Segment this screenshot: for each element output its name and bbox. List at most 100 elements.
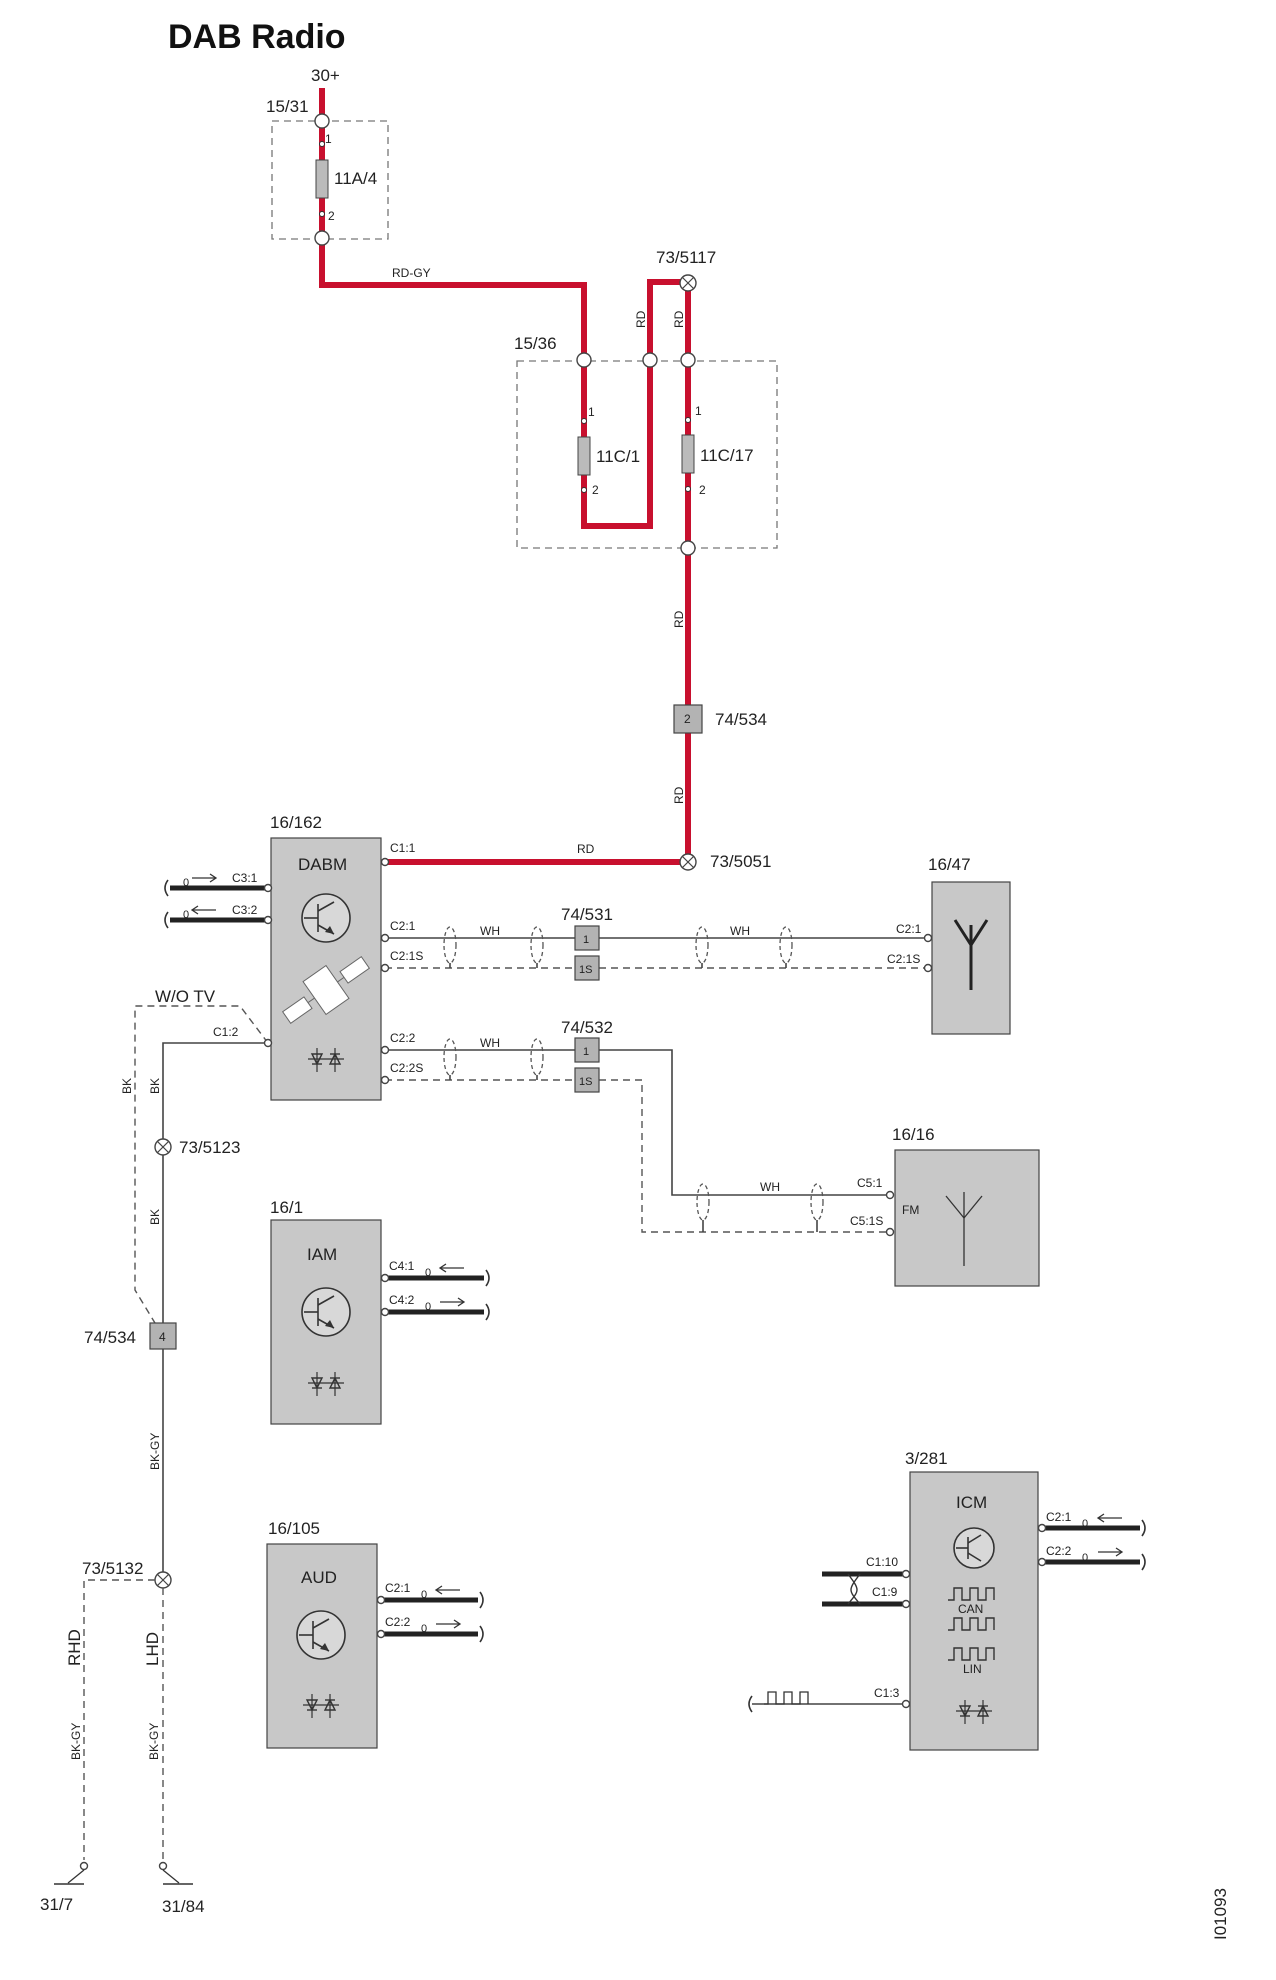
splice-dabm-label: 73/5051 xyxy=(710,852,771,871)
iam-name: IAM xyxy=(307,1245,337,1264)
aud-c22-zero: 0 xyxy=(421,1623,427,1635)
supply-label: 30+ xyxy=(311,66,340,85)
connector-532-pin1s-num: 1S xyxy=(579,1076,592,1088)
icm-c13-label: C1:3 xyxy=(874,1686,900,1700)
icm-c19-label: C1:9 xyxy=(872,1585,898,1599)
aud-name: AUD xyxy=(301,1568,337,1587)
splice-top-label: 73/5117 xyxy=(656,248,716,267)
connector-531-pin1s xyxy=(574,955,600,981)
lhd-label: LHD xyxy=(143,1632,162,1666)
connector-532-label: 74/532 xyxy=(561,1018,613,1037)
iam-id-label: 16/1 xyxy=(270,1198,303,1217)
fuse-b1-pin1-dot xyxy=(581,418,587,424)
dabm-c21-label: C2:1 xyxy=(390,919,416,933)
fusebox-b-terminal-1 xyxy=(576,352,592,368)
connector-531-pin1-num: 1 xyxy=(583,934,589,946)
connector-74534-pin4 xyxy=(149,1322,177,1350)
dabm-to-dab-antenna-wires xyxy=(380,926,933,973)
wire-rd-label-2: RD xyxy=(672,310,686,328)
aud-c21-zero: 0 xyxy=(421,1589,427,1601)
wire-wh-label-2: WH xyxy=(730,924,750,938)
connector-74534b-label: 74/534 xyxy=(84,1328,136,1347)
lin-label: LIN xyxy=(963,1662,982,1676)
aud-c22-label: C2:2 xyxy=(385,1615,411,1629)
icm-module xyxy=(909,1471,1039,1751)
fuse-a-pin2-dot xyxy=(319,211,325,217)
iam-c41-zero: 0 xyxy=(425,1267,431,1279)
ground-1-label: 31/7 xyxy=(40,1895,73,1914)
icm-lin-wire xyxy=(748,1691,911,1713)
connector-74534-label: 74/534 xyxy=(715,710,767,729)
antenna-dab-id: 16/47 xyxy=(928,855,971,874)
fuse-a-pin2: 2 xyxy=(328,209,335,223)
power-wire xyxy=(319,88,691,865)
icm-c22-zero: 0 xyxy=(1082,1552,1088,1564)
fuse-b2-label: 11C/17 xyxy=(700,446,754,465)
icm-c2-wires xyxy=(1037,1513,1146,1571)
icm-name: ICM xyxy=(956,1493,987,1512)
ground-symbol-317 xyxy=(54,1861,89,1885)
icm-c110-label: C1:10 xyxy=(866,1555,898,1569)
figure-id: I01093 xyxy=(1211,1888,1230,1940)
dabm-name: DABM xyxy=(298,855,347,874)
icm-transistor-icon xyxy=(953,1527,995,1569)
splice-top-icon xyxy=(679,274,697,292)
splice-5132-label: 73/5132 xyxy=(82,1559,143,1578)
fuse-b1-label: 11C/1 xyxy=(596,447,640,466)
icm-id-label: 3/281 xyxy=(905,1449,948,1468)
fuse-b1-pin1: 1 xyxy=(588,405,595,419)
wire-bkgy-label-1: BK-GY xyxy=(148,1433,162,1470)
wire-rd-label-3: RD xyxy=(672,610,686,628)
wire-wh-label-4: WH xyxy=(760,1180,780,1194)
fuse-11c1 xyxy=(577,436,591,476)
iam-c42-label: C4:2 xyxy=(389,1293,415,1307)
connector-74534-pin2-num: 2 xyxy=(684,712,691,726)
satellite-icon xyxy=(281,956,371,1024)
fusebox-b-terminal-4 xyxy=(680,540,696,556)
dabm-c32-zero: 0 xyxy=(183,909,189,921)
icm-diode-icon xyxy=(956,1700,992,1724)
ground-symbol-3184 xyxy=(158,1861,193,1885)
fm-antenna-icon xyxy=(945,1192,983,1266)
ground-wires xyxy=(83,1579,164,1860)
wire-bk-label-2: BK xyxy=(148,1078,162,1094)
wire-rd-label-4: RD xyxy=(672,786,686,804)
wire-wh-label-1: WH xyxy=(480,924,500,938)
splice-dabm-icon xyxy=(679,853,697,871)
connector-532-pin1 xyxy=(574,1037,600,1063)
icm-c21-zero: 0 xyxy=(1082,1518,1088,1530)
dabm-id-label: 16/162 xyxy=(270,813,322,832)
fusebox-b-terminal-3 xyxy=(680,352,696,368)
fusebox-a-outline xyxy=(271,120,389,240)
aud-c2-wires xyxy=(376,1585,484,1643)
fusebox-a-top-terminal xyxy=(314,113,330,129)
connector-74534-pin2 xyxy=(673,704,703,734)
transistor-icon xyxy=(301,893,351,943)
dabm-c12-label: C1:2 xyxy=(213,1025,239,1039)
dabm-c11-pin xyxy=(380,857,390,867)
connector-532-pin1-num: 1 xyxy=(583,1046,589,1058)
fuse-b2-pin1: 1 xyxy=(695,404,702,418)
icm-c22-label: C2:2 xyxy=(1046,1544,1072,1558)
fusebox-b-label: 15/36 xyxy=(514,334,557,353)
wire-rd-gy-label: RD-GY xyxy=(392,266,431,280)
fuse-b1-pin2-dot xyxy=(581,487,587,493)
diode-pair-icon xyxy=(308,1048,344,1072)
fusebox-b-outline xyxy=(516,360,778,549)
antenna-fm-id: 16/16 xyxy=(892,1125,935,1144)
fusebox-b-terminal-2 xyxy=(642,352,658,368)
icm-can-bus-wires xyxy=(822,1569,911,1609)
iam-diode-icon xyxy=(308,1372,344,1396)
connector-531-pin1s-num: 1S xyxy=(579,964,592,976)
antenna-dab-c21s: C2:1S xyxy=(887,952,920,966)
antenna-fm-label: FM xyxy=(902,1203,919,1217)
fuse-b1-pin2: 2 xyxy=(592,483,599,497)
splice-5132-icon xyxy=(154,1571,172,1589)
fuse-11a4 xyxy=(315,159,329,199)
dabm-c22s-label: C2:2S xyxy=(390,1061,423,1075)
antenna-dab-c21: C2:1 xyxy=(896,922,922,936)
splice-5123-label: 73/5123 xyxy=(179,1138,240,1157)
wire-bk-label-1: BK xyxy=(120,1078,134,1094)
fuse-b2-pin2-dot xyxy=(685,486,691,492)
